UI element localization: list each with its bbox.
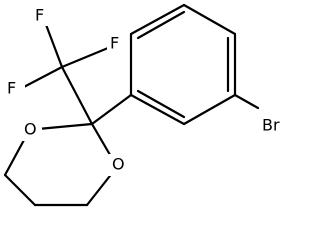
label-background-f-top-right bbox=[107, 34, 127, 54]
atom-bromine: Br bbox=[262, 116, 280, 135]
bond-ring-to-central-carbon bbox=[90, 93, 133, 126]
bond-central-to-cf3-carbon bbox=[60, 65, 94, 126]
label-background-oxygen-left bbox=[20, 119, 42, 141]
atom-labels: F F F Br O O bbox=[5, 6, 293, 176]
bond-ring-1 bbox=[129, 3, 186, 36]
bond-ring-5 bbox=[129, 93, 186, 126]
bond-bromine bbox=[233, 93, 260, 110]
bond-carbon-left-to-bottom bbox=[3, 173, 37, 207]
atom-oxygen-right: O bbox=[112, 155, 125, 174]
atom-f-top-right: F bbox=[110, 34, 119, 53]
label-background-f-left bbox=[5, 79, 25, 99]
bond-oxygen-left-to-carbon bbox=[3, 138, 26, 177]
label-background-oxygen-right bbox=[108, 154, 130, 176]
bond-aromatic-inner-3 bbox=[136, 89, 186, 119]
molecule-structure: F F F Br O O bbox=[3, 3, 293, 207]
bond-cf3-to-f-top-right bbox=[60, 46, 110, 69]
bond-cf3-to-f-left bbox=[18, 65, 64, 91]
bond-lines bbox=[3, 3, 260, 207]
label-background-bromine bbox=[257, 115, 293, 137]
bond-ring-2 bbox=[182, 3, 237, 36]
bond-aromatic-inner-1 bbox=[136, 10, 186, 40]
bond-ring-4 bbox=[182, 93, 237, 126]
atom-f-left: F bbox=[7, 79, 16, 98]
bond-cf3-to-f-top-left bbox=[43, 20, 64, 69]
bond-central-to-oxygen-left bbox=[36, 122, 94, 131]
bond-carbon-right-to-oxygen-right bbox=[85, 170, 115, 207]
atom-oxygen-left: O bbox=[24, 120, 37, 139]
label-background-f-top-left bbox=[32, 6, 52, 26]
atom-f-top-left: F bbox=[35, 6, 44, 25]
